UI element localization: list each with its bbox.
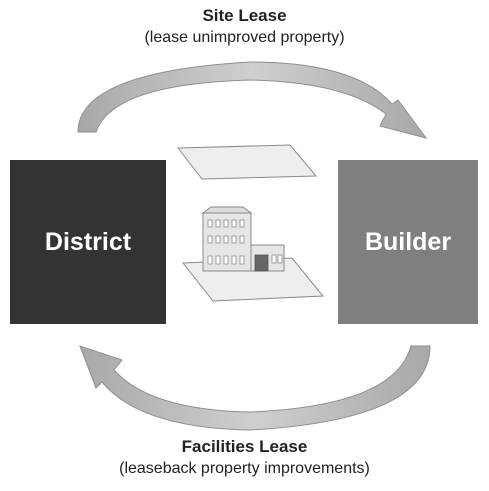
facilities-lease-subtitle: (leaseback property improvements) — [119, 460, 370, 477]
building-on-parcel-icon — [182, 206, 325, 302]
site-lease-subtitle: (lease unimproved property) — [144, 29, 345, 46]
vacant-parcel-icon — [177, 144, 318, 180]
site-lease-arrow-icon — [77, 61, 428, 139]
builder-label: Builder — [364, 227, 452, 256]
district-box: District — [10, 160, 166, 324]
facilities-lease-caption: Facilities Lease (leaseback property imp… — [0, 436, 489, 480]
facilities-lease-arrow-icon — [79, 345, 431, 431]
site-lease-caption: Site Lease (lease unimproved property) — [0, 5, 489, 49]
facilities-lease-title: Facilities Lease — [181, 437, 308, 456]
site-lease-title: Site Lease — [202, 6, 287, 25]
builder-box: Builder — [338, 160, 478, 324]
district-label: District — [44, 227, 132, 256]
